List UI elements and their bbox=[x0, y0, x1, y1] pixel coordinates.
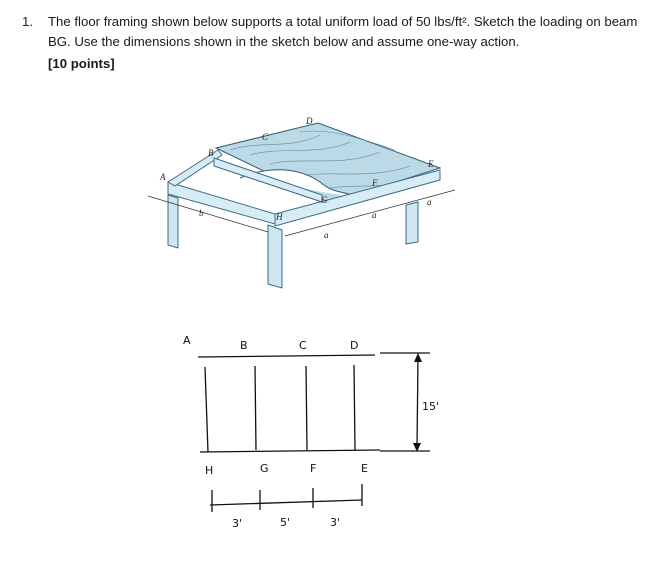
line-cf bbox=[305, 365, 308, 451]
sketch-lines bbox=[197, 352, 430, 512]
dimension-lines bbox=[147, 189, 456, 237]
label-a: A bbox=[159, 172, 166, 182]
beam-bg bbox=[213, 157, 323, 203]
label-a-dim-1: a bbox=[324, 230, 329, 240]
spacing-label-1: 3' bbox=[232, 517, 242, 530]
girder-he bbox=[274, 169, 441, 227]
sketch-label-f: F bbox=[310, 462, 316, 475]
label-c: C bbox=[262, 132, 269, 142]
figure-letters: A B C D E F G H b a a a bbox=[159, 116, 434, 240]
label-e: E bbox=[427, 159, 434, 169]
leg-e bbox=[405, 201, 419, 245]
frame-joists bbox=[167, 149, 441, 227]
beam-ab bbox=[167, 149, 223, 187]
line-de bbox=[353, 364, 356, 451]
question-points: [10 points] bbox=[48, 56, 115, 71]
label-a-dim-3: a bbox=[427, 197, 432, 207]
spacing-label-2: 5' bbox=[280, 516, 290, 529]
label-b-dim: b bbox=[199, 208, 204, 218]
sketch-arrowheads bbox=[413, 353, 422, 452]
hand-sketch: A B C D 15' H G F E 3' 5' bbox=[183, 334, 439, 530]
sketch-label-g: G bbox=[260, 462, 269, 475]
top-line bbox=[197, 354, 376, 358]
spacing-label-3: 3' bbox=[330, 516, 340, 529]
sketch-label-d: D bbox=[350, 339, 358, 352]
line-ah bbox=[204, 366, 209, 453]
line-bg bbox=[254, 365, 257, 451]
question-number: 1. bbox=[22, 14, 33, 29]
sketch-label-c: C bbox=[299, 339, 307, 352]
label-g: G bbox=[321, 195, 328, 205]
label-d: D bbox=[305, 116, 313, 126]
bottom-line bbox=[199, 449, 381, 453]
frame-legs bbox=[167, 194, 419, 289]
span-label: 15' bbox=[422, 400, 439, 413]
label-h: H bbox=[275, 212, 283, 222]
sketch-label-h: H bbox=[205, 464, 213, 477]
label-f: F bbox=[371, 178, 378, 188]
label-a-dim-2: a bbox=[372, 210, 377, 220]
sketch-label-b: B bbox=[240, 339, 248, 352]
sketch-label-a: A bbox=[183, 334, 191, 347]
leg-h bbox=[267, 224, 283, 289]
question-text: The floor framing shown below supports a… bbox=[48, 14, 638, 49]
label-b: B bbox=[208, 148, 214, 158]
sketch-label-e: E bbox=[361, 462, 368, 475]
leg-a bbox=[167, 194, 179, 249]
